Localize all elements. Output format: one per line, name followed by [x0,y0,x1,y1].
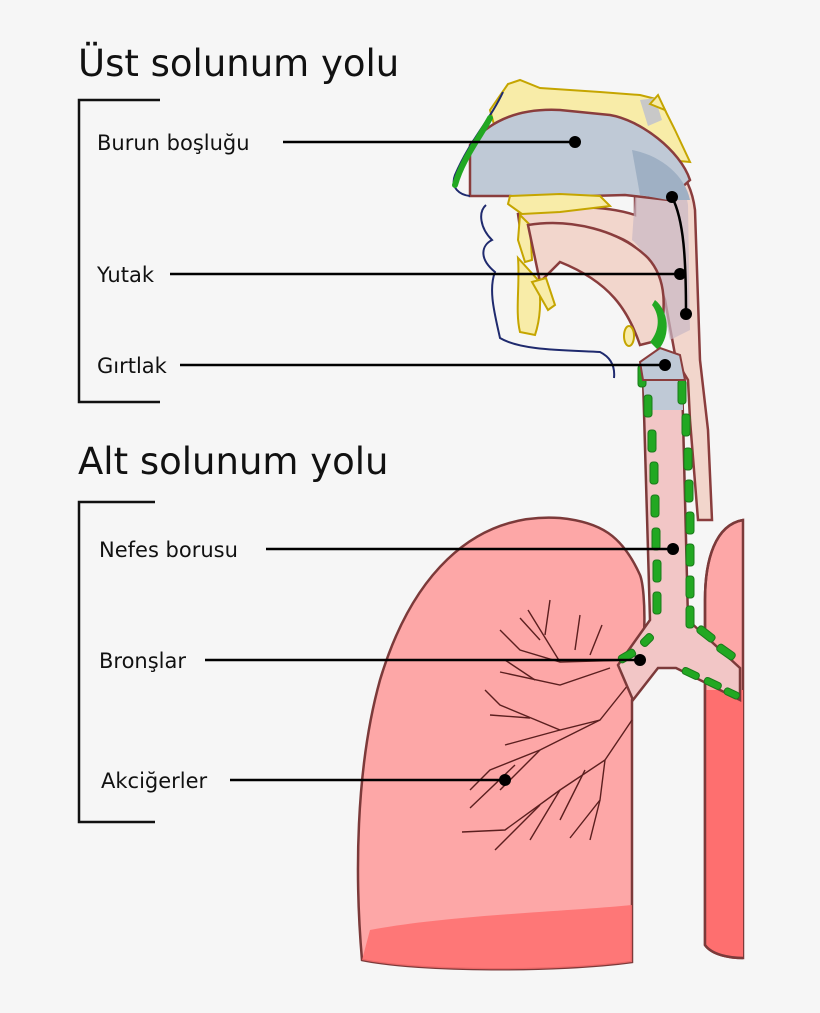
pointer-dot-nasal-cavity [569,136,581,148]
pointer-dot-pharynx-bottom [680,308,692,320]
label-trachea: Nefes borusu [99,538,238,562]
label-pharynx: Yutak [96,263,155,287]
lower-tract-heading: Alt solunum yolu [78,440,388,483]
pointer-dot-lungs [499,774,511,786]
label-lungs: Akciğerler [101,769,208,793]
pointer-dot-pharynx-top [666,191,678,203]
upper-tract-bracket [77,98,160,404]
upper-tract-heading: Üst solunum yolu [78,42,399,85]
trachea [616,364,742,703]
trachea-cartilage [617,364,741,700]
pharynx-span-line [670,196,688,315]
label-nasal-cavity: Burun boşluğu [97,131,250,155]
pointer-dot-trachea [667,543,679,555]
pointer-dot-larynx [659,359,671,371]
left-lung [356,516,646,971]
pointer-dot-pharynx [674,268,686,280]
label-larynx: Gırtlak [97,354,168,378]
pointer-dot-bronchi [634,654,646,666]
label-bronchi: Bronşlar [99,649,186,673]
lower-tract-bracket [77,500,155,824]
bronchial-branches [461,599,633,851]
right-lung [703,518,745,960]
